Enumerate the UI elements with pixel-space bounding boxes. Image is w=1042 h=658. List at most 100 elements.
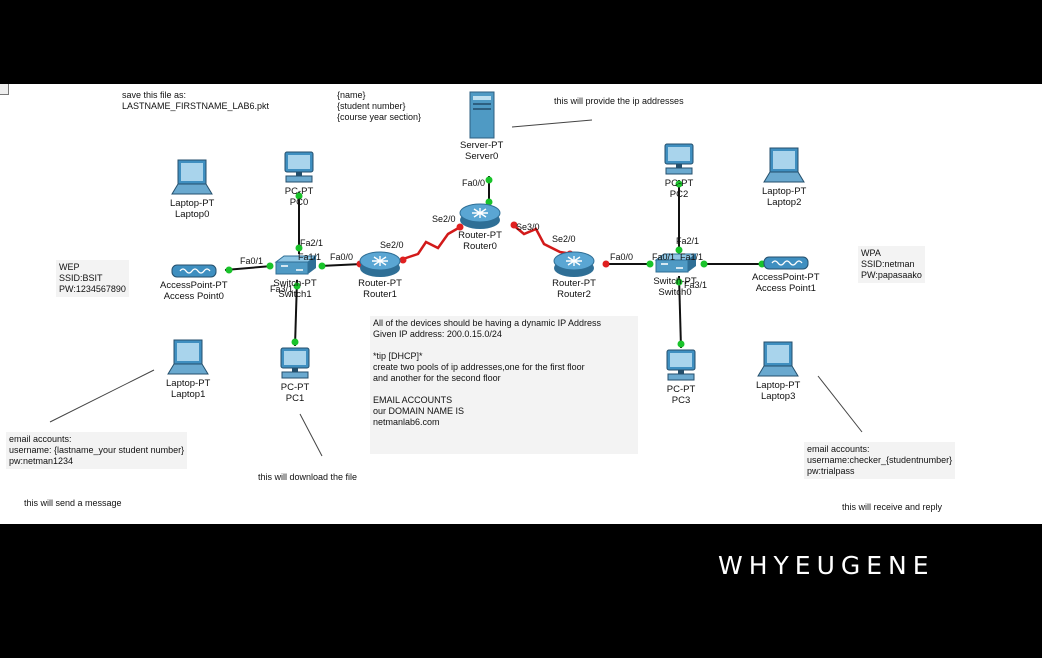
access-point-icon — [763, 256, 809, 270]
watermark-text: WHYEUGENE — [718, 551, 935, 580]
switch1-name: Switch1 — [278, 289, 312, 300]
port-router0-se2: Se2/0 — [432, 214, 456, 224]
laptop3-type: Laptop-PT — [756, 380, 801, 391]
laptop0-type: Laptop-PT — [170, 198, 215, 209]
link-switch1-pc1[interactable] — [294, 279, 298, 347]
router1-type: Router-PT — [358, 278, 402, 289]
device-router0[interactable]: Router-PT Router0 — [458, 202, 502, 252]
pc-icon — [280, 347, 310, 379]
note-wpa: WPA SSID:netman PW:papasaako — [858, 246, 925, 283]
corner-marker — [0, 84, 9, 95]
port-router1-fa0: Fa0/0 — [330, 252, 354, 262]
laptop-icon — [167, 339, 210, 375]
device-laptop3[interactable]: Laptop-PT Laptop3 — [756, 340, 800, 402]
port-switch1-fa3: Fa3/1 — [270, 284, 294, 294]
pointer-server-note — [511, 119, 593, 128]
pc-icon — [284, 151, 314, 183]
device-switch1[interactable]: Switch-PT Switch1 — [272, 254, 318, 300]
port-switch0-fa2: Fa2/1 — [676, 236, 700, 246]
laptop-icon — [763, 147, 806, 183]
laptop2-name: Laptop2 — [767, 197, 802, 208]
router0-type: Router-PT — [458, 230, 502, 241]
note-email-left: email accounts: username: {lastname_your… — [6, 432, 188, 469]
note-send-message: this will send a message — [24, 498, 122, 508]
port-router2-fa0: Fa0/0 — [610, 252, 634, 262]
link-router0-router2-serial[interactable] — [511, 223, 573, 256]
pc0-type: PC-PT — [284, 186, 314, 197]
port-switch1-fa0: Fa0/1 — [240, 256, 264, 266]
laptop3-name: Laptop3 — [761, 391, 796, 402]
device-laptop0[interactable]: Laptop-PT Laptop0 — [170, 158, 214, 220]
switch-icon — [274, 255, 318, 275]
port-router0-fa0: Fa0/0 — [462, 178, 486, 188]
device-server0[interactable]: Server-PT Server0 — [460, 90, 503, 162]
server-icon — [469, 91, 495, 139]
device-pc3[interactable]: PC-PT PC3 — [664, 348, 698, 406]
note-receive: this will receive and reply — [842, 502, 943, 512]
ap1-type: AccessPoint-PT — [752, 272, 820, 283]
device-laptop1[interactable]: Laptop-PT Laptop1 — [166, 338, 210, 400]
pointer-download — [299, 413, 323, 457]
note-email-right: email accounts: username:checker_{studen… — [804, 442, 956, 479]
note-download: this will download the file — [258, 472, 358, 482]
pc3-name: PC3 — [671, 395, 691, 406]
pc-icon — [666, 349, 696, 381]
device-access-point0[interactable]: AccessPoint-PT Access Point0 — [160, 262, 228, 302]
device-pc0[interactable]: PC-PT PC0 — [282, 150, 316, 208]
port-router0-se3: Se3/0 — [516, 222, 540, 232]
note-save-file: save this file as: LASTNAME_FIRSTNAME_LA… — [122, 90, 270, 111]
link-router1-router0-serial[interactable] — [399, 224, 463, 262]
laptop0-name: Laptop0 — [175, 209, 210, 220]
pointer-receive — [817, 375, 863, 433]
router-icon — [459, 203, 501, 229]
port-switch0-fa0: Fa0/1 — [652, 252, 676, 262]
laptop1-type: Laptop-PT — [166, 378, 211, 389]
note-instructions: All of the devices should be having a dy… — [370, 316, 638, 454]
device-access-point1[interactable]: AccessPoint-PT Access Point1 — [752, 254, 820, 294]
pointer-send-message — [49, 369, 155, 423]
ap0-type: AccessPoint-PT — [160, 280, 228, 291]
link-switch1-router1[interactable] — [319, 263, 363, 267]
device-router2[interactable]: Router-PT Router2 — [552, 250, 596, 300]
port-switch0-fa1: Fa1/1 — [680, 252, 704, 262]
laptop2-type: Laptop-PT — [762, 186, 807, 197]
device-pc2[interactable]: PC-PT PC2 — [662, 142, 696, 200]
pc-icon — [664, 143, 694, 175]
router2-type: Router-PT — [552, 278, 596, 289]
switch1-type: Switch-PT — [273, 278, 317, 289]
router2-name: Router2 — [557, 289, 591, 300]
router-icon — [359, 251, 401, 277]
laptop-icon — [171, 159, 214, 195]
packet-tracer-workspace[interactable]: save this file as: LASTNAME_FIRSTNAME_LA… — [0, 84, 1042, 524]
router-icon — [553, 251, 595, 277]
laptop1-name: Laptop1 — [171, 389, 206, 400]
pc0-name: PC0 — [289, 197, 309, 208]
note-server-ip: this will provide the ip addresses — [554, 96, 684, 106]
port-switch1-fa2: Fa2/1 — [300, 238, 324, 248]
pc1-name: PC1 — [285, 393, 305, 404]
laptop-icon — [757, 341, 800, 377]
switch0-name: Switch0 — [658, 287, 692, 298]
device-switch0[interactable]: Switch-PT Switch0 — [652, 252, 698, 298]
router1-name: Router1 — [363, 289, 397, 300]
router0-name: Router0 — [463, 241, 497, 252]
server0-type: Server-PT — [460, 140, 504, 151]
ap0-name: Access Point0 — [163, 291, 224, 302]
pc3-type: PC-PT — [666, 384, 696, 395]
port-switch1-fa1: Fa1/1 — [298, 252, 322, 262]
server0-name: Server0 — [465, 151, 499, 162]
pc2-name: PC2 — [669, 189, 689, 200]
note-student-info: {name} {student number} {course year sec… — [337, 90, 422, 122]
ap1-name: Access Point1 — [755, 283, 816, 294]
device-laptop2[interactable]: Laptop-PT Laptop2 — [762, 146, 806, 208]
note-wep: WEP SSID:BSIT PW:1234567890 — [56, 260, 129, 297]
device-pc1[interactable]: PC-PT PC1 — [278, 346, 312, 404]
device-router1[interactable]: Router-PT Router1 — [358, 250, 402, 300]
pc2-type: PC-PT — [664, 178, 694, 189]
port-router2-se2: Se2/0 — [552, 234, 576, 244]
port-router1-se2: Se2/0 — [380, 240, 404, 250]
switch-icon — [654, 253, 698, 273]
link-ap0-switch1[interactable] — [224, 265, 273, 271]
link-switch0-pc3[interactable] — [678, 275, 682, 349]
port-switch0-fa3: Fa3/1 — [684, 280, 708, 290]
